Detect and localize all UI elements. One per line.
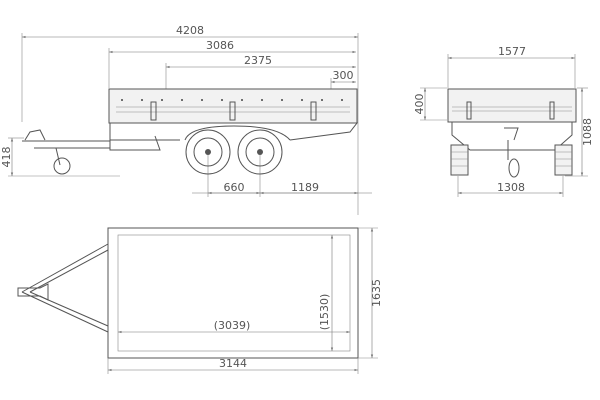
jockey-wheel (53, 157, 71, 175)
cargo-box-top-outer (107, 227, 359, 359)
dim-coupling-height: 418 (0, 147, 13, 168)
top-view: 1635 (1530) (3039) 3144 (17, 227, 383, 374)
dim-axle-spacing: 660 (224, 181, 245, 194)
dim-overall-length: 4208 (176, 24, 204, 37)
side-view: 4208 3086 2375 300 418 660 1189 (0, 24, 372, 215)
dim-track-width: 1308 (497, 181, 525, 194)
dim-box-width-inner: (1530) (318, 294, 331, 331)
tire-left (450, 144, 469, 176)
coupling-head (24, 129, 46, 141)
dim-box-length: 3144 (219, 357, 247, 370)
jockey-wheel-rear (508, 158, 520, 178)
dim-2375: 2375 (244, 54, 272, 67)
cargo-box-rear (447, 88, 577, 123)
coupling-top (17, 283, 49, 301)
dim-box-length-inner: (3039) (214, 319, 251, 332)
drawbar-side (22, 135, 161, 151)
dim-box-length: 3086 (206, 39, 234, 52)
dim-overall-width: 1577 (498, 45, 526, 58)
tire-right (554, 144, 573, 176)
drawbar-top (21, 243, 109, 333)
cargo-box-top-inner (117, 234, 351, 352)
cargo-box-side (108, 88, 358, 124)
dim-box-width-outer: 1635 (370, 279, 383, 307)
wheel-front-axle (185, 129, 231, 175)
dim-side-height: 400 (413, 94, 426, 115)
rear-view: 1577 400 1088 1308 (413, 45, 594, 197)
dim-overall-height: 1088 (581, 118, 594, 146)
wheel-rear-axle (237, 129, 283, 175)
dim-300: 300 (333, 69, 354, 82)
dim-rear-overhang: 1189 (291, 181, 319, 194)
